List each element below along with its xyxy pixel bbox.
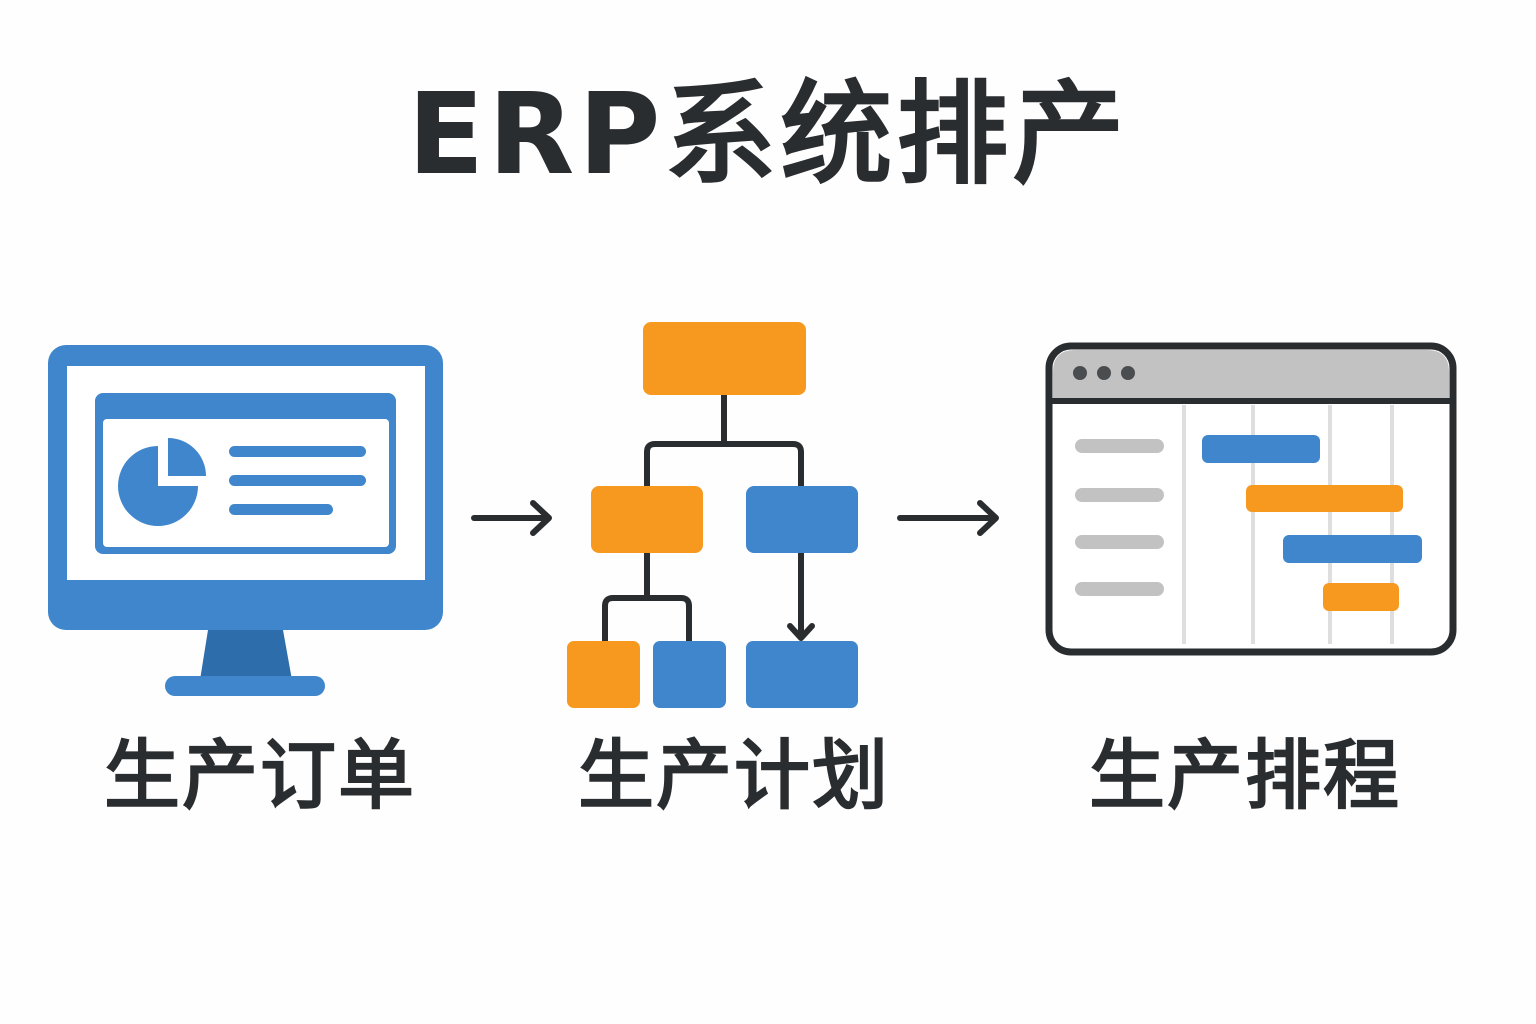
- window-dot: [1097, 366, 1111, 380]
- gantt-row-label: [1075, 439, 1164, 453]
- window-dot: [1121, 366, 1135, 380]
- window-titlebar: [1053, 350, 1449, 400]
- text-line: [229, 475, 366, 486]
- flow-node: [746, 641, 858, 708]
- gantt-row-label: [1075, 535, 1164, 549]
- monitor-stand: [200, 630, 292, 680]
- connector: [644, 441, 804, 488]
- text-line: [229, 446, 366, 457]
- gantt-row-label: [1075, 582, 1164, 596]
- arrow-down-icon: [787, 623, 815, 641]
- gantt-window-icon: [1045, 342, 1457, 656]
- gantt-bar: [1323, 583, 1399, 611]
- flow-node-root: [643, 322, 806, 395]
- text-line: [229, 504, 333, 515]
- arrow-right-icon: [897, 500, 999, 536]
- page-title: ERP系统排产: [407, 70, 1129, 200]
- flow-node: [591, 486, 703, 553]
- pie-chart-icon: [118, 446, 198, 526]
- connector: [602, 595, 692, 643]
- window-dot: [1073, 366, 1087, 380]
- arrow-right-icon: [471, 500, 552, 536]
- gantt-bar: [1202, 435, 1320, 463]
- gantt-bar: [1246, 485, 1403, 512]
- step-label-schedule: 生产排程: [1089, 731, 1401, 820]
- monitor-base: [165, 676, 325, 696]
- gantt-bar: [1283, 535, 1422, 563]
- monitor-chart-icon: [48, 345, 443, 696]
- flow-node: [746, 486, 858, 553]
- pie-slice: [168, 438, 206, 476]
- flowchart-icon: [567, 322, 858, 708]
- flow-node: [567, 641, 640, 708]
- flow-node: [653, 641, 726, 708]
- gantt-row-label: [1075, 488, 1164, 502]
- step-label-plan: 生产计划: [578, 731, 890, 820]
- step-label-order: 生产订单: [104, 731, 416, 820]
